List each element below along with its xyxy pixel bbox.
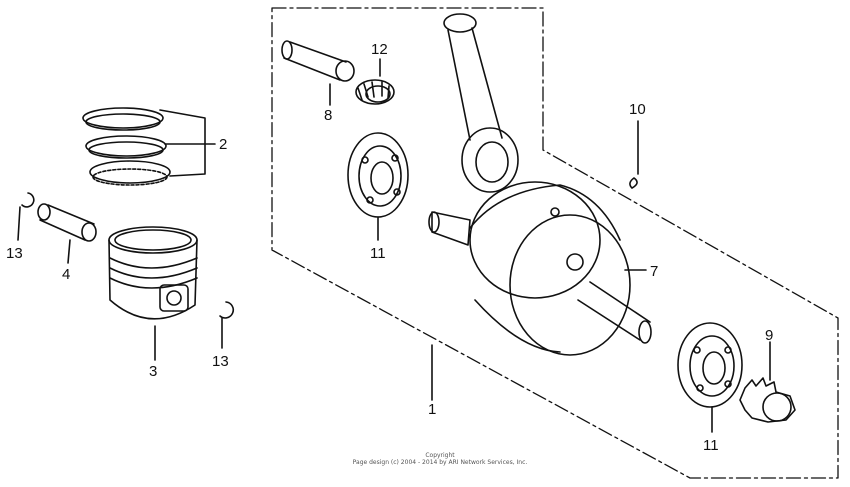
woodruff-key [629,177,638,189]
part-label-12[interactable]: 12 [371,41,388,58]
part-label-13-left[interactable]: 13 [6,245,23,262]
crankshaft [428,181,652,356]
part-label-11-right[interactable]: 11 [703,437,719,454]
leader-2 [159,109,216,177]
part-label-13-right[interactable]: 13 [212,353,229,370]
part-label-2[interactable]: 2 [219,136,227,153]
piston-pin [37,203,97,242]
circlip-left [21,192,35,208]
leader-4 [67,239,71,264]
part-label-8[interactable]: 8 [324,107,332,124]
part-label-10[interactable]: 10 [629,101,646,118]
copyright-title: Copyright [425,452,455,459]
part-label-11-left[interactable]: 11 [370,245,386,262]
part-label-4[interactable]: 4 [62,266,70,283]
timing-sprocket [739,377,796,423]
part-label-7[interactable]: 7 [650,263,658,280]
part-label-3[interactable]: 3 [149,363,157,380]
assembly-boundary [271,7,839,479]
piston-rings [82,107,171,186]
connecting-rod [443,13,519,193]
part-label-1[interactable]: 1 [428,401,436,418]
copyright-text: Page design (c) 2004 - 2014 by ARI Netwo… [352,459,528,466]
copyright-notice: Copyright Page design (c) 2004 - 2014 by… [300,452,580,466]
main-bearing-right [677,322,743,408]
leader-13a [17,206,21,241]
part-label-9[interactable]: 9 [765,327,773,344]
circlip-right [219,301,235,319]
crank-pin [281,40,355,82]
main-bearing-left [347,132,409,218]
piston [108,226,198,320]
needle-bearing [355,79,395,105]
